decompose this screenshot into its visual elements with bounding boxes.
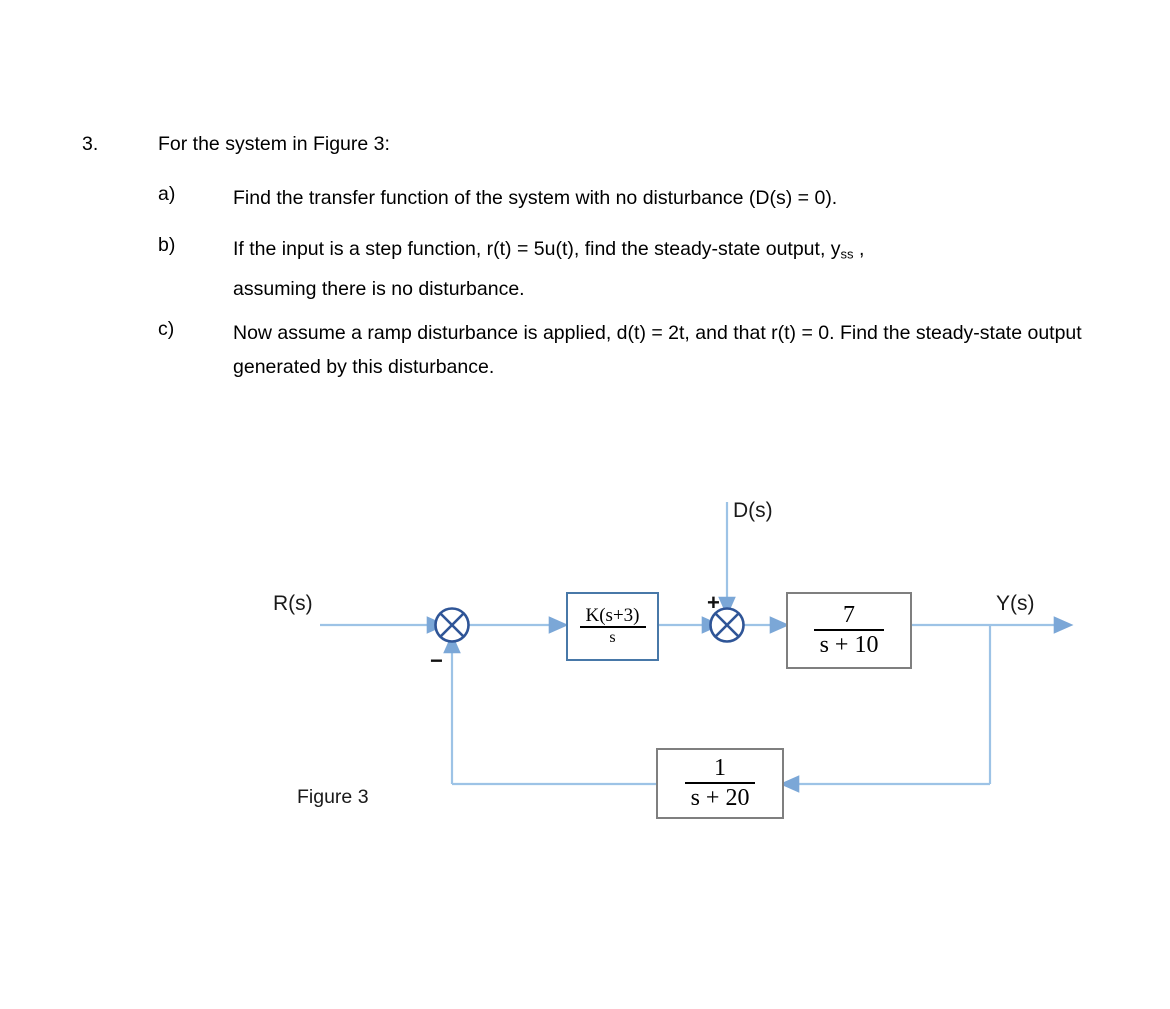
summing-junction-disturbance (709, 607, 745, 643)
part-b-text: If the input is a step function, r(t) = … (233, 232, 1103, 306)
controller-numerator: K(s+3) (579, 606, 646, 629)
summing-junction-error (434, 607, 470, 643)
plant-transfer-function: 7 s + 10 (813, 602, 885, 658)
feedback-numerator: 1 (684, 755, 756, 784)
output-signal-label: Y(s) (996, 592, 1035, 615)
problem-intro-text: For the system in Figure 3: (158, 133, 390, 155)
feedback-transfer-function: 1 s + 20 (684, 755, 756, 811)
part-b-subscript: ss (840, 246, 854, 262)
part-b-letter: b) (158, 234, 176, 256)
part-a-letter: a) (158, 183, 176, 205)
positive-disturbance-sign: + (707, 590, 720, 615)
negative-feedback-sign: − (430, 648, 443, 673)
part-a-text: Find the transfer function of the system… (233, 187, 838, 209)
part-b-text-after-subscript: , (853, 238, 865, 260)
plant-numerator: 7 (813, 602, 885, 631)
part-b-text-before-subscript: If the input is a step function, r(t) = … (233, 238, 841, 260)
part-b-text-line2: assuming there is no disturbance. (233, 277, 525, 300)
part-c-text: Now assume a ramp disturbance is applied… (233, 322, 1082, 378)
disturbance-signal-label: D(s) (733, 499, 773, 522)
figure-caption: Figure 3 (297, 786, 369, 808)
controller-denominator: s (609, 629, 616, 647)
input-signal-label: R(s) (273, 592, 313, 615)
part-c-letter: c) (158, 318, 175, 340)
controller-transfer-function: K(s+3) s (579, 606, 646, 647)
plant-block: 7 s + 10 (786, 592, 912, 669)
feedback-block: 1 s + 20 (656, 748, 784, 819)
feedback-denominator: s + 20 (690, 785, 750, 811)
plant-denominator: s + 10 (819, 632, 879, 658)
problem-number: 3. (82, 133, 99, 155)
controller-block: K(s+3) s (566, 592, 659, 661)
